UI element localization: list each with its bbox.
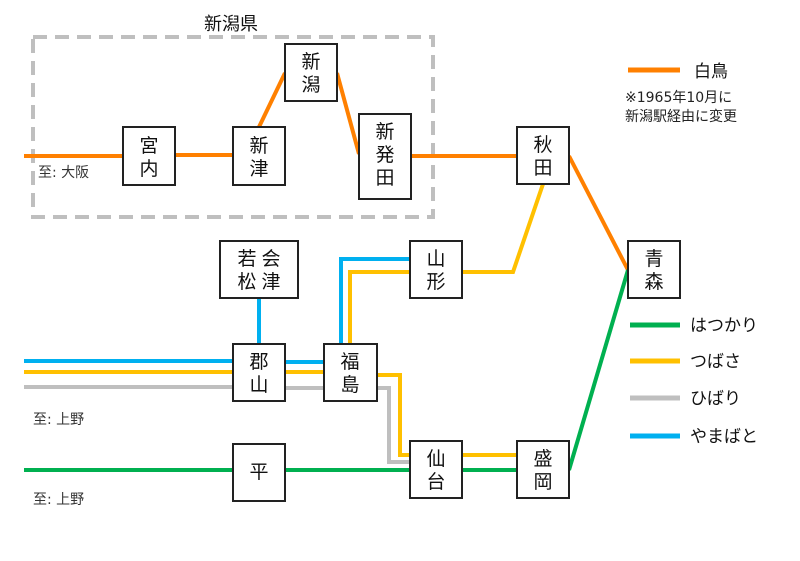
station-label: 福 (340, 351, 359, 373)
legend-item-yamabato: やまばと (630, 427, 758, 447)
svg-text:つばさ: つばさ (690, 352, 741, 372)
station-label: 平 (249, 461, 268, 483)
svg-text:若: 若 (237, 248, 256, 270)
svg-text:やまばと: やまばと (690, 427, 758, 447)
legend-note-line1: ※1965年10月に (625, 90, 732, 106)
station-label: 新 (375, 121, 394, 143)
station-label: 潟 (301, 74, 320, 96)
svg-text:岡: 岡 (533, 471, 552, 493)
station-label: 仙 (426, 448, 445, 470)
legend: 白鳥 ※1965年10月に 新潟駅経由に変更 はつかり つばさ ひばり やまばと (625, 62, 758, 447)
region-title: 新潟県 (204, 14, 258, 35)
station-morioka[interactable]: 盛 岡 (516, 440, 570, 499)
route-hakucho (24, 72, 630, 271)
station-niigata[interactable]: 新 潟 (284, 43, 338, 102)
station-label: 盛 (533, 448, 552, 470)
station-label: 内 (139, 158, 158, 180)
station-label: 宮 (139, 135, 158, 157)
station-koriyama[interactable]: 郡 山 (232, 343, 286, 402)
svg-text:宮: 宮 (139, 135, 158, 157)
station-label: 会 (261, 248, 280, 270)
svg-text:発: 発 (375, 144, 394, 166)
svg-text:台: 台 (426, 471, 445, 493)
legend-item-tsubasa: つばさ (630, 352, 741, 372)
station-label: 岡 (533, 471, 552, 493)
svg-text:はつかり: はつかり (690, 316, 758, 336)
station-label: 松 (237, 271, 256, 293)
legend-item-hatsukari: はつかり (630, 316, 758, 336)
station-label: 津 (261, 271, 280, 293)
route-tsubasa (24, 183, 545, 457)
route-hibari (24, 385, 410, 464)
svg-text:潟: 潟 (301, 74, 320, 96)
destination-ueno-tohoku: 至: 上野 (33, 412, 84, 428)
station-label: 青 (644, 248, 663, 270)
svg-text:内: 内 (139, 158, 158, 180)
svg-text:山: 山 (426, 248, 445, 270)
station-akita[interactable]: 秋 田 (516, 126, 570, 185)
station-label: 田 (375, 167, 394, 189)
svg-text:ひばり: ひばり (690, 389, 741, 409)
route-hatsukari (24, 269, 630, 472)
svg-text:津: 津 (261, 271, 280, 293)
svg-text:秋: 秋 (533, 134, 552, 156)
svg-text:形: 形 (426, 271, 445, 293)
svg-text:津: 津 (249, 158, 268, 180)
svg-text:山: 山 (249, 374, 268, 396)
svg-text:新: 新 (249, 135, 268, 157)
destination-ueno-joban: 至: 上野 (33, 492, 84, 508)
svg-text:島: 島 (340, 374, 359, 396)
station-aizuwakamatsu[interactable]: 若 会 松 津 (219, 240, 299, 299)
station-label: 森 (644, 271, 663, 293)
svg-text:平: 平 (249, 461, 268, 483)
station-sendai[interactable]: 仙 台 (409, 440, 463, 499)
svg-text:新: 新 (375, 121, 394, 143)
route-yamabato (24, 257, 410, 364)
svg-text:青: 青 (644, 248, 663, 270)
svg-text:盛: 盛 (533, 448, 552, 470)
station-niitsu[interactable]: 新 津 (232, 126, 286, 186)
station-label: 新 (249, 135, 268, 157)
legend-item-hakucho: 白鳥 (628, 62, 728, 82)
station-label: 山 (426, 248, 445, 270)
station-label: 発 (375, 144, 394, 166)
svg-text:仙: 仙 (426, 448, 445, 470)
svg-text:会: 会 (261, 248, 280, 270)
niigata-prefecture-region (31, 35, 435, 219)
station-fukushima[interactable]: 福 島 (323, 343, 378, 402)
station-miyauchi[interactable]: 宮 内 (122, 126, 176, 186)
station-label: 台 (426, 471, 445, 493)
station-label: 田 (533, 157, 552, 179)
svg-text:新: 新 (301, 51, 320, 73)
svg-text:田: 田 (375, 167, 394, 189)
legend-note-line2: 新潟駅経由に変更 (625, 108, 737, 125)
station-label: 島 (340, 374, 359, 396)
station-label: 新 (301, 51, 320, 73)
station-label: 郡 (249, 351, 268, 373)
station-label: 若 (237, 248, 256, 270)
station-taira[interactable]: 平 (232, 443, 286, 502)
svg-text:森: 森 (644, 271, 663, 293)
svg-text:郡: 郡 (249, 351, 268, 373)
station-label: 形 (426, 271, 445, 293)
station-aomori[interactable]: 青 森 (627, 240, 681, 299)
station-yamagata[interactable]: 山 形 (409, 240, 463, 299)
svg-text:白鳥: 白鳥 (694, 62, 728, 82)
station-shibata[interactable]: 新 発 田 (358, 113, 412, 200)
svg-text:福: 福 (340, 351, 359, 373)
destination-osaka: 至: 大阪 (38, 165, 89, 181)
station-label: 津 (249, 158, 268, 180)
svg-text:松: 松 (237, 271, 256, 293)
svg-text:田: 田 (533, 157, 552, 179)
station-label: 秋 (533, 134, 552, 156)
station-label: 山 (249, 374, 268, 396)
legend-item-hibari: ひばり (630, 389, 741, 409)
